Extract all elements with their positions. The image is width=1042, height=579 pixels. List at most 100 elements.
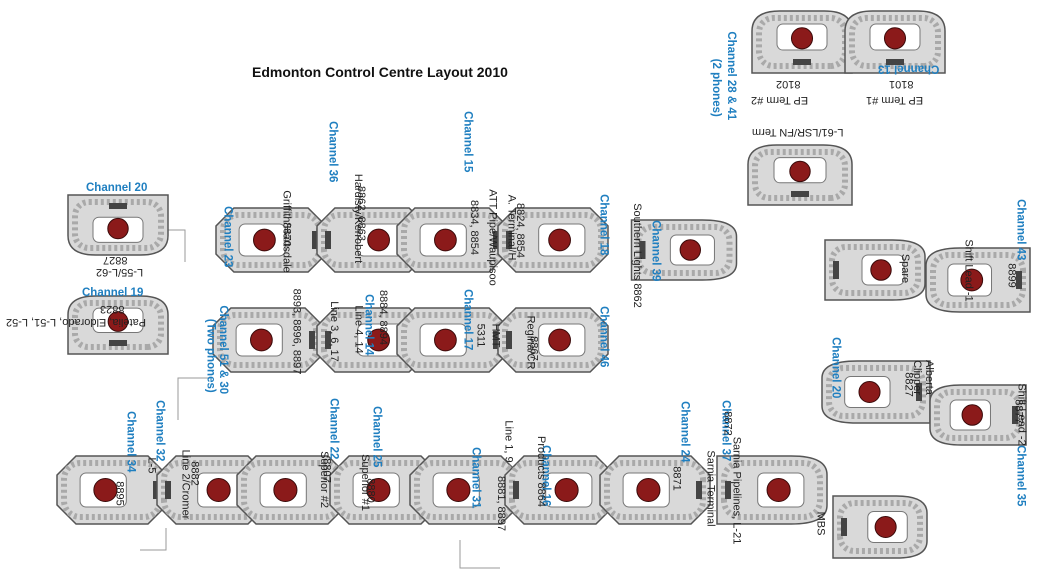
chair-icon [679, 239, 701, 261]
channel-label: Channel 31 [469, 447, 482, 509]
console-icon [725, 481, 731, 499]
desk-band [414, 460, 516, 520]
desk-name: Sarnia Pipelines, L-21 [730, 436, 743, 545]
desk-band [934, 389, 1022, 441]
console-icon [325, 331, 331, 349]
chair-icon [273, 477, 298, 503]
chair-icon [206, 477, 231, 503]
desk-band [635, 224, 733, 276]
desk-band [721, 460, 823, 520]
channel-label: Channel 36 [326, 121, 339, 183]
workstation [824, 239, 926, 301]
workstation [832, 495, 928, 559]
chair-icon [107, 217, 129, 240]
desk-band [334, 460, 436, 520]
desk-name: EP Term #2 [751, 94, 809, 106]
desk-name: Alberta [922, 360, 935, 395]
channel-label: Channel 25 [370, 406, 383, 468]
desk-band [826, 365, 926, 419]
chair-icon [367, 228, 390, 252]
workstation [599, 455, 711, 525]
channel-label: Channel 19 [82, 287, 144, 299]
console-icon [1016, 271, 1022, 289]
channel-label: Channel 20 [86, 182, 148, 194]
console-icon [696, 481, 702, 499]
chair-icon [766, 477, 791, 503]
desk-band [752, 149, 848, 201]
console-icon [506, 331, 512, 349]
desk-name: ATT Pipe/Waupisoo [486, 189, 499, 286]
chair-icon [870, 259, 892, 281]
desk-name: Products 8864 [534, 436, 547, 507]
channel-label: Channel 28 & 41 [725, 31, 738, 121]
channel-label: Channel 32 [153, 400, 166, 462]
workstation [67, 295, 169, 355]
desk-band [837, 500, 923, 554]
phone-extension: 8895 [113, 481, 126, 506]
desk-name: Line 1, 9 [502, 420, 515, 463]
page-title: Edmonton Control Centre Layout 2010 [252, 64, 508, 80]
chair-icon [636, 477, 661, 503]
channel-label: Channel 23 [221, 206, 234, 268]
workstation [215, 207, 327, 273]
phone-extension: 8827 [103, 254, 128, 266]
phone-extension: 8834, 8854 [468, 199, 481, 256]
desk-name: Spare [899, 253, 912, 284]
desk-band [849, 15, 941, 69]
chair-icon [253, 228, 276, 252]
console-icon [886, 59, 904, 65]
workstation [497, 307, 609, 373]
phone-extension: 8867 [527, 336, 540, 361]
console-icon [841, 518, 847, 536]
workstation [236, 455, 348, 525]
channel-label: Channel 34 [124, 411, 137, 473]
channel-label: Channel 18 [597, 194, 610, 256]
desk-name: MBS [814, 511, 827, 536]
connector-line [459, 540, 500, 569]
console-icon [165, 481, 171, 499]
chair-icon [434, 328, 457, 352]
phone-extension: 8877 [1012, 399, 1025, 424]
phone-extension: 8884, 8894 [377, 289, 390, 346]
chair-icon [366, 477, 391, 503]
chair-icon [548, 328, 571, 352]
phone-extension: 8882 [188, 461, 201, 486]
desk-band [930, 252, 1026, 308]
chair-icon [367, 328, 390, 352]
console-icon [109, 340, 127, 346]
phone-extension: 8102 [776, 78, 801, 90]
channel-label: Channel 14 [362, 294, 375, 356]
connector-line [168, 229, 186, 262]
desk-band [61, 460, 163, 520]
workstation [630, 219, 738, 281]
console-icon [325, 231, 331, 249]
phone-extension: 5311 [474, 323, 487, 348]
phone-extension: 8880 [364, 478, 377, 503]
desk-band [604, 460, 706, 520]
channel-label: Channel 20 [829, 337, 842, 399]
desk-name: L-55/L-62 [96, 266, 144, 278]
workstation [747, 144, 853, 206]
console-icon [1012, 406, 1018, 424]
channel-label: Channel 35 [1014, 445, 1027, 507]
phone-extension: 8872 [721, 411, 734, 436]
phone-extension: 8824, 8854 [514, 202, 527, 259]
chair-icon [93, 477, 118, 503]
chair-icon [874, 515, 897, 539]
console-icon [833, 261, 839, 279]
chair-icon [107, 311, 129, 332]
phone-extension: 8881, 8897 [495, 475, 508, 532]
desk-name: Southern Lights 8862 [630, 203, 643, 308]
desk-name: Sarnia Terminal [704, 450, 717, 527]
chair-icon [790, 27, 814, 50]
chair-icon [961, 404, 983, 426]
phone-extension: 8893, 8896, 8897 [290, 288, 303, 375]
workstation [751, 10, 853, 74]
channel-label: Channel 13 [878, 62, 940, 75]
channel-label: (2 phones) [709, 58, 722, 117]
channel-label: (Two phones) [204, 318, 217, 393]
phone-extension: 8899 [1005, 263, 1018, 288]
workstations [56, 10, 1031, 559]
chair-icon [858, 380, 881, 404]
